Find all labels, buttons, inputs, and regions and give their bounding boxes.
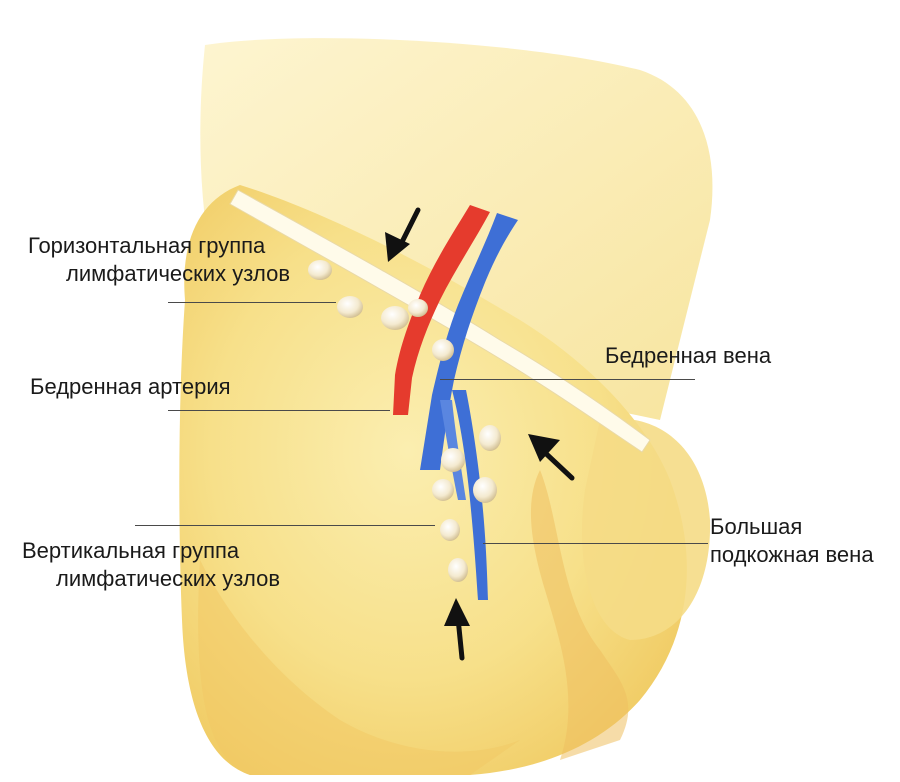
leader-vertical-group bbox=[135, 525, 435, 526]
leader-great-saphenous bbox=[483, 543, 708, 544]
medial-region-shade bbox=[530, 470, 629, 760]
label-great-saphenous-line2: подкожная вена bbox=[710, 542, 874, 567]
label-femoral-vein: Бедренная вена bbox=[605, 343, 772, 368]
arrow-up-icon bbox=[444, 598, 470, 661]
horizontal-lymph-nodes bbox=[308, 260, 428, 330]
label-horizontal-group-line2: лимфатических узлов bbox=[66, 261, 291, 286]
vertical-lymph-nodes bbox=[432, 339, 501, 582]
label-great-saphenous-line1: Большая bbox=[710, 514, 803, 539]
label-horizontal-group-line1: Горизонтальная группа bbox=[28, 233, 266, 258]
leader-femoral-artery bbox=[168, 410, 390, 411]
leader-horizontal-group bbox=[168, 302, 336, 303]
leader-femoral-vein bbox=[440, 379, 695, 380]
medial-region bbox=[582, 418, 711, 640]
thigh-shade bbox=[198, 560, 520, 775]
great-saphenous-vein bbox=[452, 390, 488, 600]
label-femoral-artery: Бедренная артерия bbox=[30, 374, 231, 399]
label-vertical-group-line2: лимфатических узлов bbox=[56, 566, 281, 591]
femoral-artery bbox=[393, 205, 490, 415]
label-horizontal-group: Горизонтальная группа лимфатических узло… bbox=[28, 232, 290, 288]
arrow-up-left-icon bbox=[528, 434, 575, 481]
arrow-down-left-icon bbox=[385, 207, 421, 262]
label-vertical-group-line1: Вертикальная группа bbox=[22, 538, 240, 563]
inguinal-ligament bbox=[229, 189, 651, 453]
label-vertical-group: Вертикальная группа лимфатических узлов bbox=[22, 537, 280, 593]
label-great-saphenous: Большая подкожная вена bbox=[710, 513, 874, 569]
